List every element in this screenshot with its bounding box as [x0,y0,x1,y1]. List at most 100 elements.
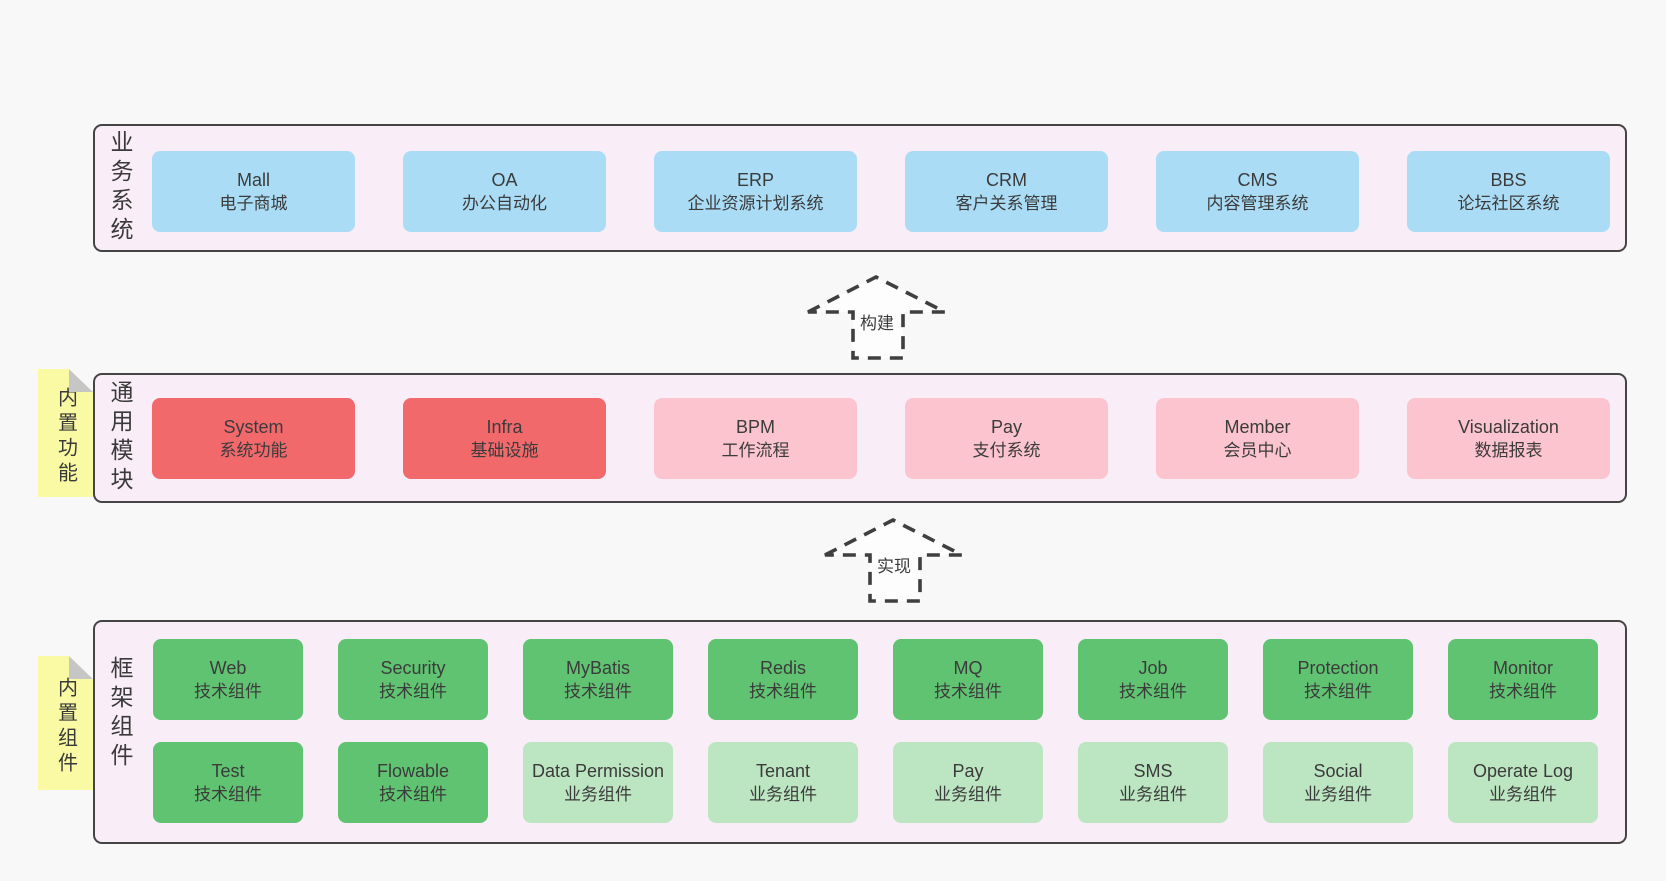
node-subtitle: 办公自动化 [462,193,547,213]
node-subtitle: 技术组件 [1304,681,1372,701]
node-cms: CMS 内容管理系统 [1156,151,1359,232]
node-title: Flowable [376,760,450,781]
node-subtitle: 业务组件 [1304,784,1372,804]
node-title: Protection [1297,657,1379,678]
node-title: System [223,416,284,437]
common-modules-row: System 系统功能 Infra 基础设施 BPM 工作流程 Pay 支付系统… [152,398,1610,479]
sticky-built-in-components: 内置组件 [38,656,93,790]
node-title: Monitor [1492,657,1554,678]
node-title: Test [211,760,245,781]
node-title: CRM [986,169,1027,190]
node-subtitle: 企业资源计划系统 [687,193,824,213]
node-bpm: BPM 工作流程 [654,398,857,479]
node-title: Tenant [755,760,811,781]
node-subtitle: 论坛社区系统 [1457,193,1560,213]
node-monitor: Monitor 技术组件 [1448,639,1598,720]
business-systems-panel: 业务系统 Mall 电子商城 OA 办公自动化 ERP 企业资源计划系统 CRM… [93,124,1627,252]
node-title: SMS [1133,760,1173,781]
implement-arrow-label: 实现 [877,557,911,576]
node-mq: MQ 技术组件 [893,639,1043,720]
node-subtitle: 业务组件 [749,784,817,804]
build-arrow-label: 构建 [860,314,894,333]
node-title: Redis [759,657,807,678]
node-infra: Infra 基础设施 [403,398,606,479]
node-subtitle: 客户关系管理 [955,193,1058,213]
node-data-permission: Data Permission 业务组件 [523,742,673,823]
node-title: Visualization [1458,416,1559,437]
node-subtitle: 技术组件 [379,681,447,701]
node-title: BPM [735,416,775,437]
node-subtitle: 电子商城 [219,193,288,213]
node-title: Operate Log [1472,760,1574,781]
node-subtitle: 数据报表 [1474,440,1543,460]
sticky-built-in-features: 内置功能 [38,369,93,497]
folded-corner [69,656,93,679]
node-pay-system: Pay 支付系统 [905,398,1108,479]
node-redis: Redis 技术组件 [708,639,858,720]
build-arrow: 构建 [807,274,946,360]
node-crm: CRM 客户关系管理 [905,151,1108,232]
node-title: OA [491,169,518,190]
framework-row-2: Test 技术组件 Flowable 技术组件 Data Permission … [153,742,1598,823]
framework-components-label: 框架组件 [107,656,133,772]
folded-corner [69,369,93,392]
node-subtitle: 支付系统 [972,440,1041,460]
node-title: Web [209,657,247,678]
node-subtitle: 技术组件 [749,681,817,701]
node-title: MQ [953,657,983,678]
node-title: Member [1224,416,1291,437]
framework-components-panel: 框架组件 Web 技术组件 Security 技术组件 MyBatis 技术组件… [93,620,1627,844]
node-job: Job 技术组件 [1078,639,1228,720]
node-operate-log: Operate Log 业务组件 [1448,742,1598,823]
node-pay-component: Pay 业务组件 [893,742,1043,823]
node-subtitle: 内容管理系统 [1206,193,1309,213]
node-flowable: Flowable 技术组件 [338,742,488,823]
node-mall: Mall 电子商城 [152,151,355,232]
common-modules-label: 通用模块 [107,380,133,496]
node-subtitle: 业务组件 [934,784,1002,804]
node-title: Mall [236,169,270,190]
node-visualization: Visualization 数据报表 [1407,398,1610,479]
node-subtitle: 技术组件 [1119,681,1187,701]
node-subtitle: 工作流程 [721,440,790,460]
node-title: Social [1313,760,1363,781]
node-title: CMS [1237,169,1278,190]
node-social: Social 业务组件 [1263,742,1413,823]
node-subtitle: 技术组件 [1489,681,1557,701]
node-subtitle: 技术组件 [194,681,262,701]
node-title: Job [1138,657,1168,678]
node-test: Test 技术组件 [153,742,303,823]
node-title: MyBatis [565,657,630,678]
node-subtitle: 技术组件 [194,784,262,804]
node-subtitle: 基础设施 [470,440,539,460]
node-web: Web 技术组件 [153,639,303,720]
node-protection: Protection 技术组件 [1263,639,1413,720]
implement-arrow: 实现 [824,517,963,603]
business-systems-row: Mall 电子商城 OA 办公自动化 ERP 企业资源计划系统 CRM 客户关系… [152,151,1610,232]
node-subtitle: 业务组件 [1119,784,1187,804]
node-subtitle: 系统功能 [219,440,288,460]
node-title: BBS [1490,169,1527,190]
node-erp: ERP 企业资源计划系统 [654,151,857,232]
node-sms: SMS 业务组件 [1078,742,1228,823]
node-member: Member 会员中心 [1156,398,1359,479]
sticky-label: 内置组件 [54,677,77,777]
common-modules-panel: 通用模块 System 系统功能 Infra 基础设施 BPM 工作流程 Pay… [93,373,1627,503]
node-title: Infra [486,416,523,437]
node-title: Pay [990,416,1023,437]
node-title: ERP [736,169,774,190]
node-tenant: Tenant 业务组件 [708,742,858,823]
node-subtitle: 技术组件 [934,681,1002,701]
node-subtitle: 技术组件 [564,681,632,701]
node-subtitle: 会员中心 [1223,440,1292,460]
node-title: Pay [952,760,984,781]
node-mybatis: MyBatis 技术组件 [523,639,673,720]
business-systems-label: 业务系统 [107,130,133,246]
node-title: Security [380,657,446,678]
framework-row-1: Web 技术组件 Security 技术组件 MyBatis 技术组件 Redi… [153,639,1598,720]
node-security: Security 技术组件 [338,639,488,720]
node-subtitle: 业务组件 [564,784,632,804]
node-subtitle: 技术组件 [379,784,447,804]
node-subtitle: 业务组件 [1489,784,1557,804]
node-bbs: BBS 论坛社区系统 [1407,151,1610,232]
